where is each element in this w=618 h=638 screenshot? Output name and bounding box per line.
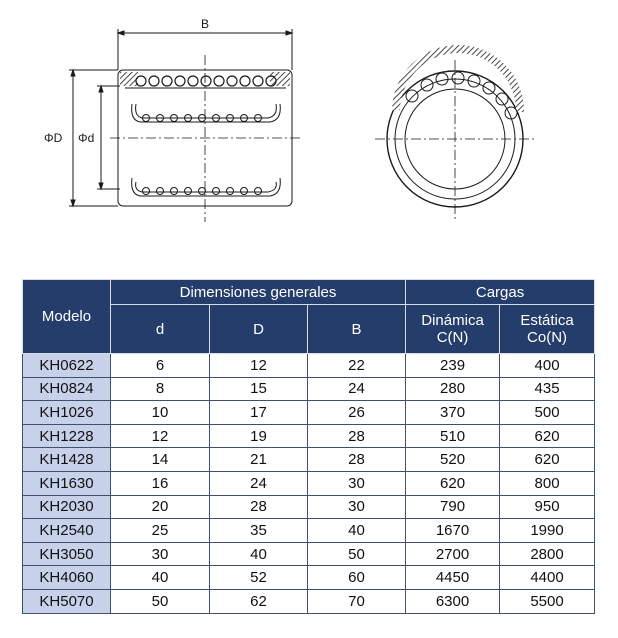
table-row: KH0622 6 12 22 239 400 <box>22 353 596 378</box>
header-static: Estática Co(N) <box>499 304 596 354</box>
dynamic-load-cell: 6300 <box>405 588 501 614</box>
B-cell: 24 <box>306 376 407 402</box>
dim-b-label: B <box>201 17 209 31</box>
dim-D-label: ΦD <box>44 131 63 145</box>
header-D: D <box>209 304 308 354</box>
static-load-cell: 4400 <box>499 565 596 590</box>
model-cell: KH1428 <box>22 447 111 472</box>
d-cell: 40 <box>110 565 210 590</box>
D-cell: 35 <box>209 518 308 543</box>
header-static-label: Estática <box>520 312 574 329</box>
dynamic-load-cell: 370 <box>405 400 501 425</box>
static-load-cell: 620 <box>499 423 596 449</box>
B-cell: 50 <box>306 541 407 567</box>
static-load-cell: 950 <box>499 494 596 520</box>
d-cell: 25 <box>110 518 210 543</box>
D-cell: 21 <box>209 447 308 472</box>
dynamic-load-cell: 4450 <box>405 565 501 590</box>
B-cell: 60 <box>306 565 407 590</box>
header-dynamic: Dinámica C(N) <box>405 304 501 354</box>
B-cell: 28 <box>306 447 407 472</box>
model-cell: KH1026 <box>22 400 111 425</box>
table-row: KH1228 12 19 28 510 620 <box>22 423 596 449</box>
B-cell: 30 <box>306 494 407 520</box>
D-cell: 12 <box>209 353 308 378</box>
model-cell: KH4060 <box>22 565 111 590</box>
dim-d-label: Φd <box>78 131 94 145</box>
d-cell: 8 <box>110 376 210 402</box>
dynamic-load-cell: 2700 <box>405 541 501 567</box>
D-cell: 19 <box>209 423 308 449</box>
D-cell: 62 <box>209 588 308 614</box>
table-row: KH2030 20 28 30 790 950 <box>22 494 596 520</box>
B-cell: 70 <box>306 588 407 614</box>
table-row: KH1630 16 24 30 620 800 <box>22 470 596 496</box>
table-row: KH2540 25 35 40 1670 1990 <box>22 518 596 543</box>
dynamic-load-cell: 520 <box>405 447 501 472</box>
header-d: d <box>110 304 210 354</box>
table-row: KH1026 10 17 26 370 500 <box>22 400 596 425</box>
dynamic-load-cell: 790 <box>405 494 501 520</box>
model-cell: KH1228 <box>22 423 111 449</box>
model-cell: KH2030 <box>22 494 111 520</box>
D-cell: 15 <box>209 376 308 402</box>
bearing-technical-drawing: B ΦD Φd <box>44 17 535 222</box>
B-cell: 30 <box>306 470 407 496</box>
static-load-cell: 5500 <box>499 588 596 614</box>
bearing-end-view <box>375 45 535 220</box>
d-cell: 12 <box>110 423 210 449</box>
header-static-unit: Co(N) <box>527 329 568 346</box>
B-cell: 26 <box>306 400 407 425</box>
D-cell: 52 <box>209 565 308 590</box>
dynamic-load-cell: 280 <box>405 376 501 402</box>
static-load-cell: 435 <box>499 376 596 402</box>
d-cell: 20 <box>110 494 210 520</box>
model-cell: KH0622 <box>22 353 111 378</box>
specification-table: Modelo Dimensiones generales Cargas d D … <box>22 279 596 614</box>
model-cell: KH3050 <box>22 541 111 567</box>
dynamic-load-cell: 620 <box>405 470 501 496</box>
table-row: KH1428 14 21 28 520 620 <box>22 447 596 472</box>
header-loads: Cargas <box>405 279 596 305</box>
d-cell: 50 <box>110 588 210 614</box>
model-cell: KH0824 <box>22 376 111 402</box>
static-load-cell: 800 <box>499 470 596 496</box>
header-B: B <box>306 304 407 354</box>
header-model: Modelo <box>22 279 111 354</box>
table-row: KH5070 50 62 70 6300 5500 <box>22 588 596 614</box>
D-cell: 24 <box>209 470 308 496</box>
D-cell: 28 <box>209 494 308 520</box>
static-load-cell: 1990 <box>499 518 596 543</box>
header-dynamic-unit: C(N) <box>436 329 469 346</box>
model-cell: KH2540 <box>22 518 111 543</box>
d-cell: 30 <box>110 541 210 567</box>
B-cell: 22 <box>306 353 407 378</box>
B-cell: 40 <box>306 518 407 543</box>
d-cell: 10 <box>110 400 210 425</box>
table-row: KH0824 8 15 24 280 435 <box>22 376 596 402</box>
dynamic-load-cell: 239 <box>405 353 501 378</box>
B-cell: 28 <box>306 423 407 449</box>
model-cell: KH5070 <box>22 588 111 614</box>
header-dynamic-label: Dinámica <box>421 312 484 329</box>
D-cell: 40 <box>209 541 308 567</box>
header-general-dimensions: Dimensiones generales <box>109 279 407 305</box>
d-cell: 14 <box>110 447 210 472</box>
static-load-cell: 500 <box>499 400 596 425</box>
static-load-cell: 400 <box>499 353 596 378</box>
dynamic-load-cell: 1670 <box>405 518 501 543</box>
static-load-cell: 620 <box>499 447 596 472</box>
d-cell: 16 <box>110 470 210 496</box>
D-cell: 17 <box>209 400 308 425</box>
d-cell: 6 <box>110 353 210 378</box>
static-load-cell: 2800 <box>499 541 596 567</box>
model-cell: KH1630 <box>22 470 111 496</box>
table-row: KH4060 40 52 60 4450 4400 <box>22 565 596 590</box>
table-row: KH3050 30 40 50 2700 2800 <box>22 541 596 567</box>
dynamic-load-cell: 510 <box>405 423 501 449</box>
